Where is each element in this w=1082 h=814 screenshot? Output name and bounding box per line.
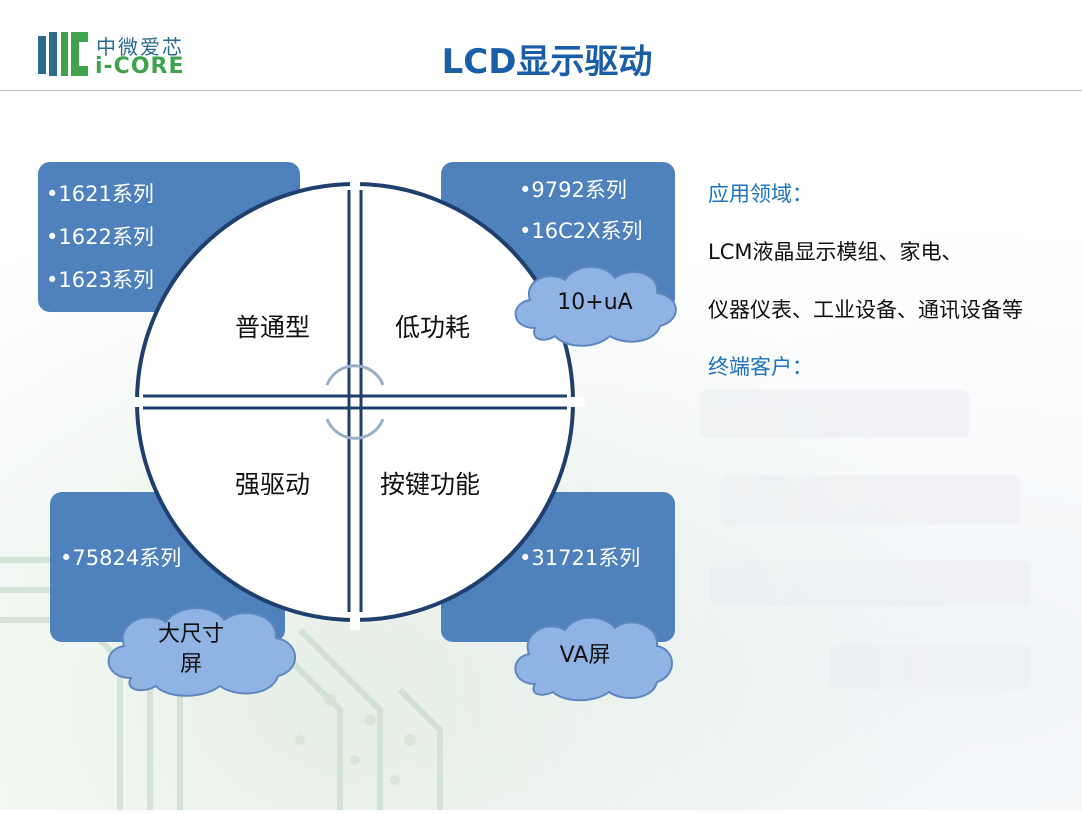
series-item: •16C2X系列 (519, 219, 643, 243)
cloud-shape-low-power (514, 266, 677, 347)
quadrant-label-strong-drive: 强驱动 (235, 470, 311, 499)
logo-chinese-name: 中微爱芯 (96, 35, 184, 59)
series-item: •1623系列 (46, 268, 154, 292)
quadrant-label-key-function: 按键功能 (380, 470, 481, 499)
quadrant-circle (135, 180, 585, 630)
logo-english-name: i-CORE (95, 54, 185, 79)
series-item: •75824系列 (60, 546, 182, 570)
customer-heading: 终端客户： (708, 355, 813, 379)
cloud-text-large-size: 大尺寸 屏 (136, 620, 246, 680)
cloud-text-line: 大尺寸 (157, 622, 224, 647)
cloud-text-line: 屏 (179, 652, 202, 677)
slide-title: LCD显示驱动 (441, 42, 653, 82)
application-heading: 应用领域： (708, 182, 813, 206)
quadrant-label-low-power: 低功耗 (395, 313, 471, 342)
quadrant-label-standard: 普通型 (235, 313, 311, 342)
cloud-text-va: VA屏 (559, 643, 611, 668)
series-item: •31721系列 (519, 546, 641, 570)
company-logo: 中微爱芯 i-CORE (38, 28, 198, 80)
cloud-shape-va-screen (514, 616, 673, 702)
blurred-customer-logo (830, 645, 1030, 689)
slide-header: 中微爱芯 i-CORE LCD显示驱动 (0, 0, 1082, 91)
i-core-logo-icon (38, 32, 88, 76)
series-item: •9792系列 (519, 178, 627, 202)
application-line: 仪器仪表、工业设备、通讯设备等 (708, 298, 1023, 322)
cloud-shape-large-screen (107, 607, 296, 697)
blurred-customer-logo (710, 560, 1030, 606)
blurred-customer-logo (720, 475, 1020, 525)
series-item: •1622系列 (46, 225, 154, 249)
series-item: •1621系列 (46, 182, 154, 206)
cloud-text-current: 10+uA (557, 290, 633, 315)
application-line: LCM液晶显示模组、家电、 (708, 240, 963, 264)
blurred-customer-logo (700, 390, 970, 438)
